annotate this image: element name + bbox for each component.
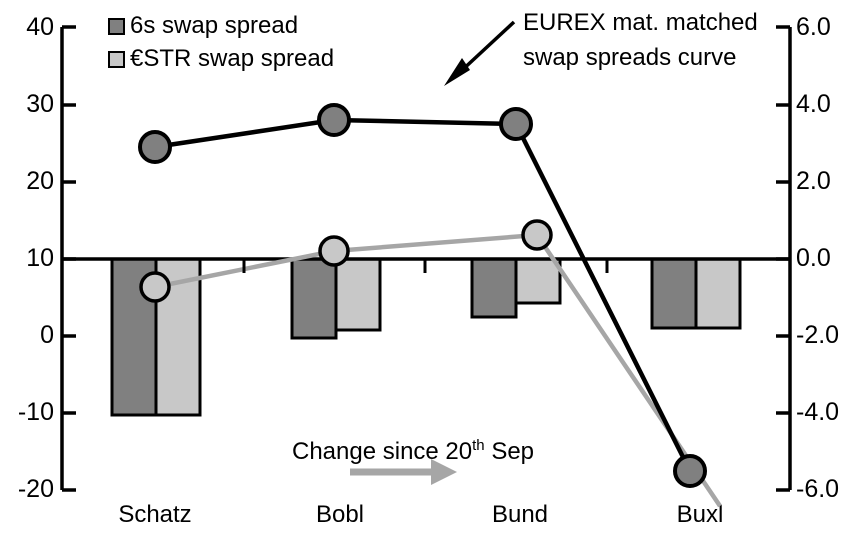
eurex-curve-line bbox=[154, 117, 693, 473]
legend-item-estr-swap-spread[interactable]: €STR swap spread bbox=[108, 47, 334, 71]
estr-curve-marker-bund bbox=[521, 219, 553, 251]
legend-swatch-6s-swap-spread bbox=[108, 17, 125, 35]
bar-buxl-6s bbox=[650, 257, 698, 330]
bar-buxl-estr bbox=[694, 257, 742, 330]
eurex-curve-marker-bobl bbox=[317, 103, 351, 137]
category-label-buxl: Buxl bbox=[676, 501, 724, 528]
bar-bund-estr bbox=[514, 257, 562, 305]
estr-curve-marker-schatz bbox=[139, 271, 171, 303]
change-since-text-after: Sep bbox=[484, 438, 535, 465]
eurex-curve-marker-schatz bbox=[138, 130, 172, 164]
left-axis-tick-neg20: -20 bbox=[17, 475, 54, 503]
change-since-superscript: th bbox=[472, 437, 485, 454]
legend-item-6s-swap-spread[interactable]: 6s swap spread bbox=[108, 14, 298, 38]
right-axis-tick-0: 0.0 bbox=[796, 244, 831, 272]
category-label-schatz: Schatz bbox=[118, 501, 192, 528]
bar-bund-6s bbox=[470, 257, 518, 319]
left-axis-tick-neg10: -10 bbox=[17, 398, 54, 426]
change-since-arrow-icon bbox=[350, 459, 457, 485]
left-axis-tick-0: 0 bbox=[40, 321, 54, 349]
legend-label-estr-swap-spread: €STR swap spread bbox=[130, 45, 335, 72]
category-label-bund: Bund bbox=[491, 501, 549, 528]
right-axis-tick-2: 2.0 bbox=[796, 167, 831, 195]
right-axis-tick-6: 6.0 bbox=[796, 13, 831, 41]
left-axis-tick-30: 30 bbox=[26, 90, 54, 118]
estr-curve-marker-bobl bbox=[318, 235, 350, 267]
change-since-annotation: Change since 20th Sep bbox=[292, 433, 534, 465]
eurex-annotation-arrow-icon bbox=[444, 20, 516, 86]
right-axis-tick-neg4: -4.0 bbox=[796, 398, 840, 426]
category-label-bobl: Bobl bbox=[315, 501, 365, 528]
eurex-curve-marker-buxl bbox=[673, 454, 707, 488]
bar-bobl-6s bbox=[290, 257, 338, 340]
eurex-curve-marker-bund bbox=[499, 107, 533, 141]
right-axis-tick-4: 4.0 bbox=[796, 90, 831, 118]
right-axis-tick-neg6: -6.0 bbox=[796, 475, 840, 503]
legend-swatch-estr-swap-spread bbox=[108, 50, 125, 68]
left-axis-tick-10: 10 bbox=[26, 244, 54, 272]
bar-bobl-estr bbox=[334, 257, 382, 332]
eurex-annotation-line1: EUREX mat. matched bbox=[523, 9, 758, 36]
left-axis-tick-40: 40 bbox=[26, 13, 54, 41]
right-axis-tick-neg2: -2.0 bbox=[796, 321, 840, 349]
left-axis-tick-20: 20 bbox=[26, 167, 54, 195]
legend-label-6s-swap-spread: 6s swap spread bbox=[130, 12, 299, 39]
change-since-text-before: Change since 20 bbox=[292, 438, 473, 465]
eurex-annotation-line2: swap spreads curve bbox=[523, 44, 737, 71]
